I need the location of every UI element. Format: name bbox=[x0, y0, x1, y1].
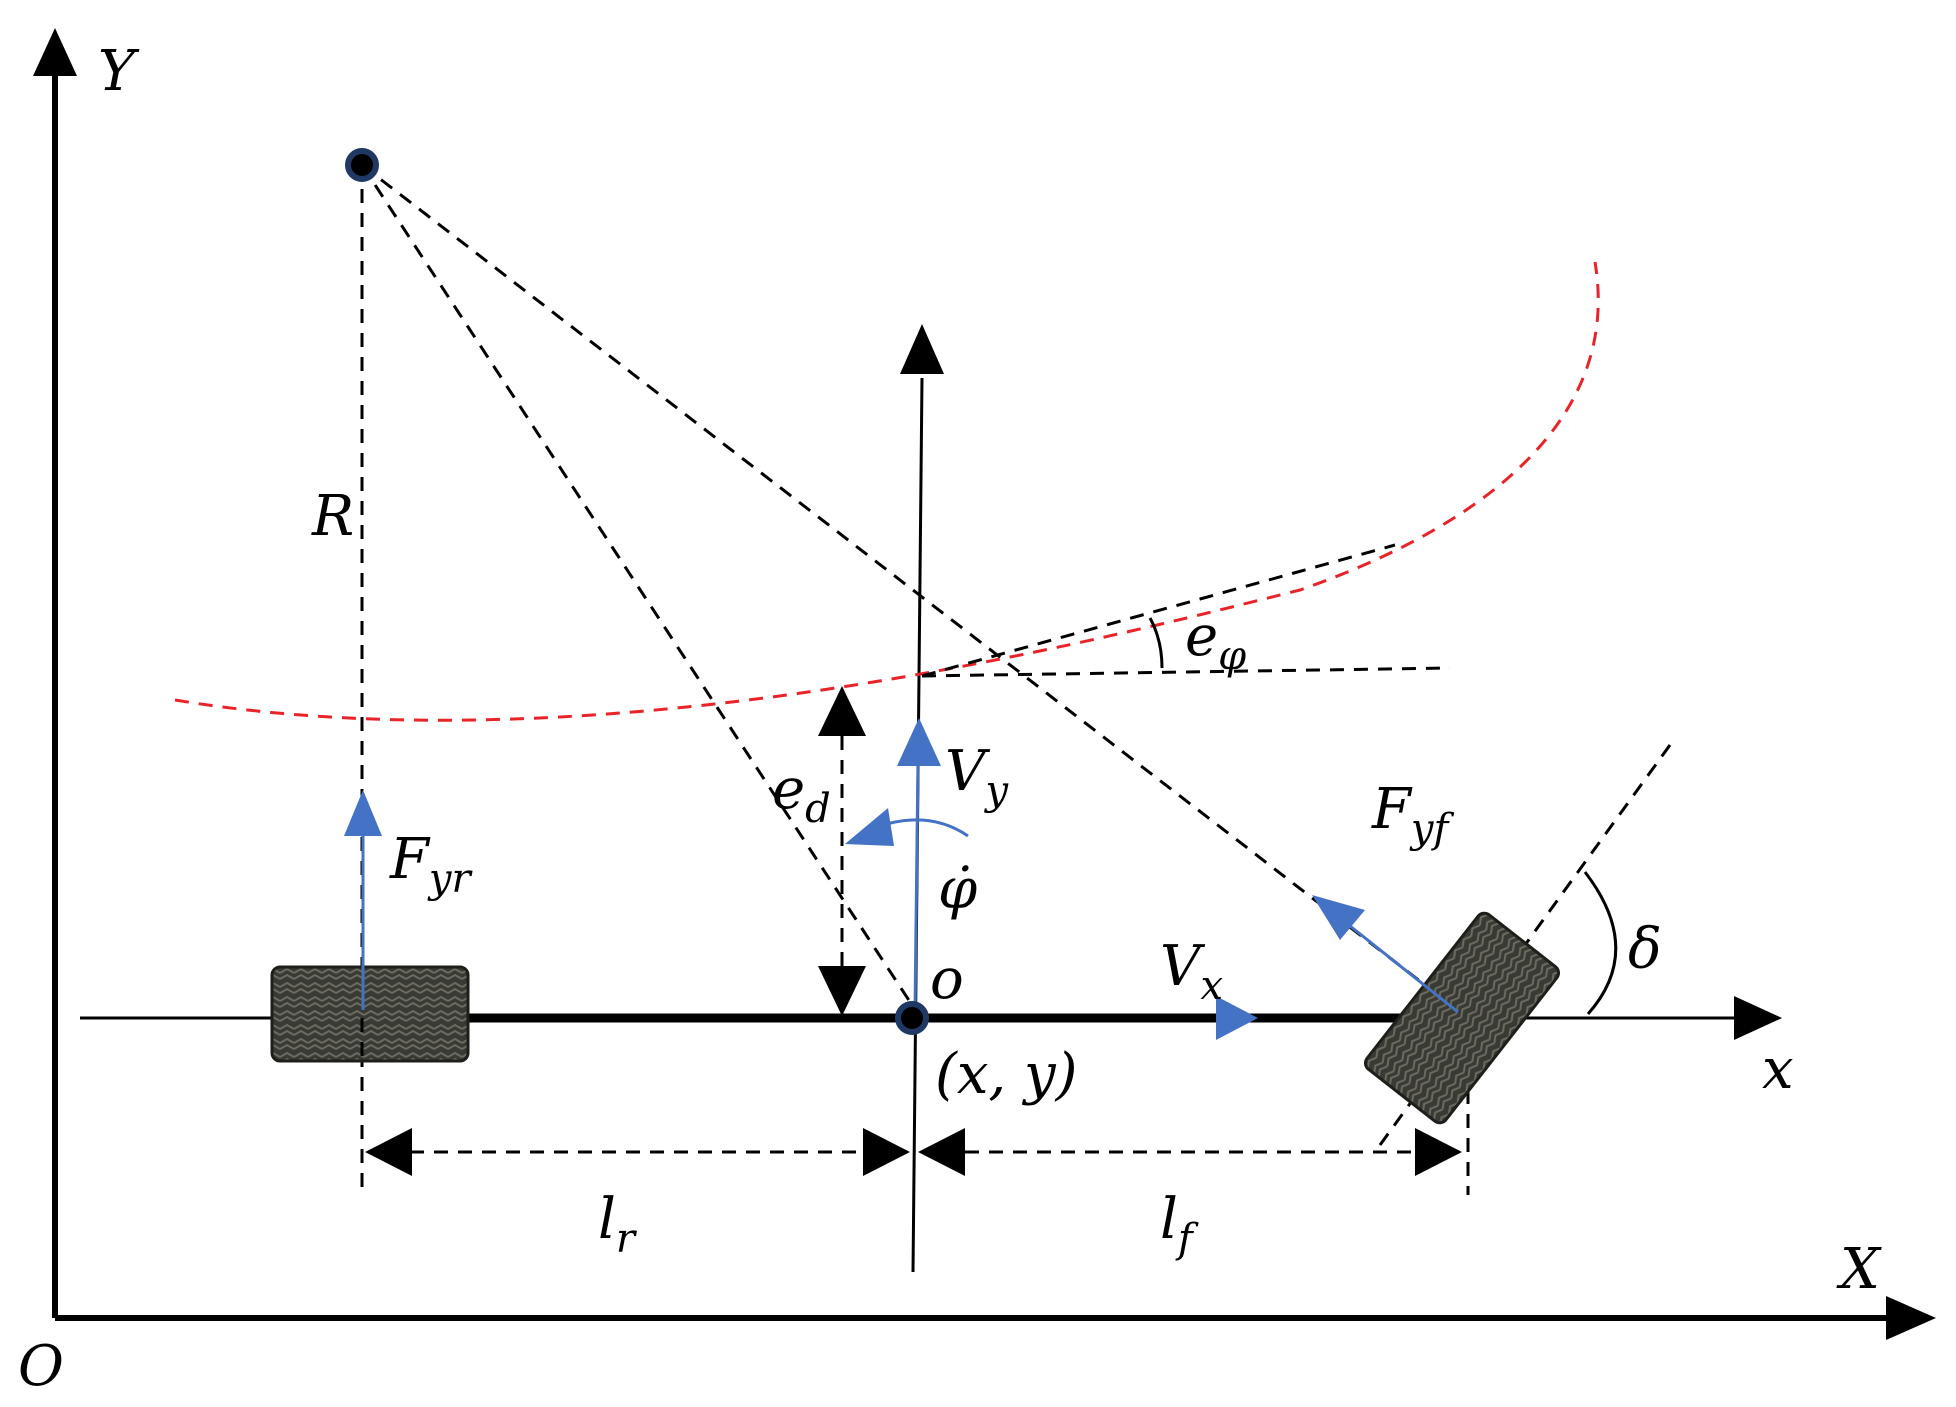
label-l-r: lr bbox=[598, 1187, 638, 1262]
label-l-f: lf bbox=[1160, 1187, 1199, 1262]
vehicle-y-arrowhead bbox=[900, 324, 944, 374]
front-tire bbox=[1363, 911, 1561, 1125]
label-coordinates: (x, y) bbox=[935, 1042, 1078, 1107]
lf-left-arrowhead bbox=[918, 1128, 965, 1176]
heading-error-arc bbox=[1148, 617, 1164, 669]
instant-center-point bbox=[345, 148, 379, 182]
reference-path bbox=[174, 261, 1600, 722]
label-V-y: Vy bbox=[945, 739, 1009, 814]
lateral-velocity-vector bbox=[913, 759, 920, 1011]
label-O: O bbox=[18, 1334, 64, 1399]
label-F-yr: Fyr bbox=[389, 827, 473, 902]
lateral-offset-arrowhead-down bbox=[818, 966, 866, 1016]
heading-reference-line bbox=[921, 666, 1451, 678]
steering-angle-arc bbox=[1583, 871, 1618, 1015]
label-o: o bbox=[930, 947, 964, 1012]
front-lateral-force-arrowhead bbox=[1312, 895, 1365, 940]
vehicle-x-arrowhead bbox=[1734, 996, 1782, 1040]
label-Y: Y bbox=[98, 39, 140, 104]
lr-left-arrowhead bbox=[365, 1128, 412, 1176]
global-x-arrowhead bbox=[1886, 1296, 1936, 1340]
path-tangent-line bbox=[921, 543, 1396, 678]
rear-lateral-force-arrowhead bbox=[344, 790, 382, 836]
lateral-velocity-arrowhead bbox=[897, 718, 941, 766]
label-R: R bbox=[311, 484, 354, 549]
yaw-rate-arrowhead bbox=[845, 808, 894, 846]
lateral-offset-arrowhead-up bbox=[818, 686, 866, 736]
label-x: x bbox=[1762, 1037, 1794, 1102]
front-lateral-force-vector bbox=[1344, 920, 1459, 1014]
label-e-phi: eφ bbox=[1185, 604, 1246, 679]
label-X: X bbox=[1836, 1237, 1882, 1302]
lr-right-arrowhead bbox=[863, 1128, 910, 1176]
center-of-gravity-point bbox=[895, 1001, 929, 1035]
label-phi-dot: φ̇ bbox=[938, 857, 977, 922]
yaw-rate-arc bbox=[879, 818, 969, 838]
label-V-x: Vx bbox=[1160, 934, 1223, 1009]
longitudinal-velocity-arrowhead bbox=[1216, 996, 1258, 1040]
label-delta: δ bbox=[1628, 917, 1662, 982]
rear-tire bbox=[270, 965, 470, 1063]
label-F-yf: Fyf bbox=[1371, 777, 1454, 852]
global-y-arrowhead bbox=[33, 28, 77, 76]
front-radius-line bbox=[361, 163, 1461, 1014]
label-e-d: ed bbox=[772, 757, 831, 832]
lf-right-arrowhead bbox=[1415, 1128, 1462, 1176]
